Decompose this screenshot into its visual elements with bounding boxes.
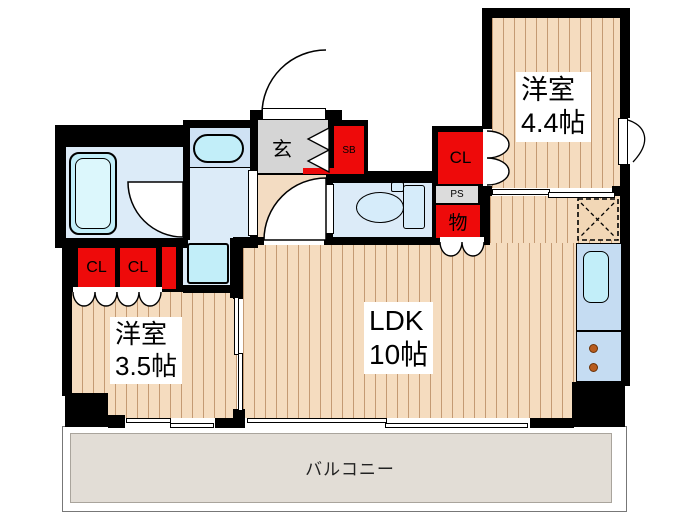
washing-machine-icon <box>187 243 229 284</box>
room-door-arc <box>627 119 646 163</box>
wall-segment <box>482 8 492 196</box>
window-sliding-panel <box>385 423 528 428</box>
wall-segment <box>482 8 630 18</box>
room-name: 洋室 <box>115 319 168 349</box>
shoe-box-edge <box>303 168 335 174</box>
wall-segment <box>620 164 630 198</box>
wall-segment <box>612 186 622 196</box>
room-label-western-3-5: 洋室 3.5帖 <box>110 317 183 385</box>
window-sliding-panel <box>170 423 214 428</box>
wall-segment <box>183 125 190 240</box>
closet-door-strip <box>73 287 118 293</box>
wall-segment <box>326 110 342 120</box>
bathtub-inner <box>75 158 111 229</box>
kitchen-sink-icon <box>583 251 609 303</box>
wall-segment <box>233 237 243 299</box>
entrance-step-line <box>256 173 330 175</box>
wall-segment <box>108 415 125 428</box>
pipe-space: PS <box>436 186 478 203</box>
wall-segment <box>183 285 243 293</box>
closet-folding-door <box>116 291 162 307</box>
wall-segment <box>62 284 72 396</box>
balcony-floor <box>70 433 612 503</box>
stove-burner-icon <box>589 344 598 353</box>
storage-compartment-label: 物 <box>448 213 468 234</box>
closet-left-a: CL <box>78 248 115 287</box>
shoe-box-folding-door <box>306 126 330 152</box>
wall-segment <box>233 409 245 420</box>
room-name: LDK <box>369 305 424 336</box>
washroom-door <box>248 170 258 236</box>
sliding-partition-panel <box>548 192 615 198</box>
hallway-door-arc <box>263 177 327 241</box>
wall-segment <box>322 237 336 245</box>
storage-compartment: 物 <box>436 205 480 238</box>
wall-segment <box>55 125 188 147</box>
window-sliding-panel <box>247 418 387 423</box>
room-size: 10帖 <box>369 339 429 371</box>
pillar-bottom-left <box>65 393 108 427</box>
refrigerator-space-cross <box>580 202 615 237</box>
closet-door-strip <box>117 287 162 293</box>
wall-segment <box>620 8 630 118</box>
entrance-label: 玄 <box>272 139 292 161</box>
slim-storage <box>162 247 176 289</box>
closet-main-label: CL <box>449 148 472 167</box>
shoe-box: SB <box>334 126 364 174</box>
wall-segment <box>55 238 188 248</box>
shoe-box-label: SB <box>342 144 356 156</box>
room-size: 4.4帖 <box>521 107 586 138</box>
closet-left-b-label: CL <box>127 258 149 276</box>
toilet-bowl-icon <box>356 192 404 223</box>
ldk-floor <box>243 243 622 420</box>
balcony-label: バルコニー <box>305 460 395 479</box>
stove-burner-icon <box>589 363 598 372</box>
pipe-space-label: PS <box>450 189 464 200</box>
storage-door-strip <box>440 237 484 243</box>
room-name: 洋室 <box>521 75 575 105</box>
room-door-leaf <box>618 118 628 165</box>
room-label-western-4-4: 洋室 4.4帖 <box>516 72 591 142</box>
sliding-door-panel <box>238 353 243 411</box>
window-sliding-panel <box>126 418 171 423</box>
wall-segment <box>183 120 258 128</box>
closet-main: CL <box>438 132 483 184</box>
wall-segment <box>530 418 574 428</box>
shoe-box-folding-door <box>306 148 330 174</box>
room-label-ldk: LDK 10帖 <box>364 302 434 375</box>
closet-left-a-label: CL <box>86 258 107 276</box>
closet-folding-door <box>486 130 510 186</box>
wall-segment <box>213 418 245 428</box>
entrance-door-arc <box>261 49 327 115</box>
pillar-bottom-right <box>572 382 625 427</box>
wall-segment <box>242 237 268 245</box>
bathroom-door-arc <box>127 181 184 238</box>
storage-folding-door <box>439 241 485 257</box>
wall-segment <box>55 125 66 248</box>
wall-segment <box>620 196 630 386</box>
washbasin-icon <box>193 134 244 163</box>
toilet-handle-icon <box>391 182 404 192</box>
wall-segment <box>326 237 437 245</box>
closet-folding-door <box>72 291 118 307</box>
kitchen-counter-divider <box>576 330 622 332</box>
sliding-door-panel <box>234 297 239 355</box>
wall-segment <box>326 173 437 183</box>
wall-segment <box>250 110 262 120</box>
room-size: 3.5帖 <box>115 350 178 381</box>
closet-left-b: CL <box>120 248 156 287</box>
